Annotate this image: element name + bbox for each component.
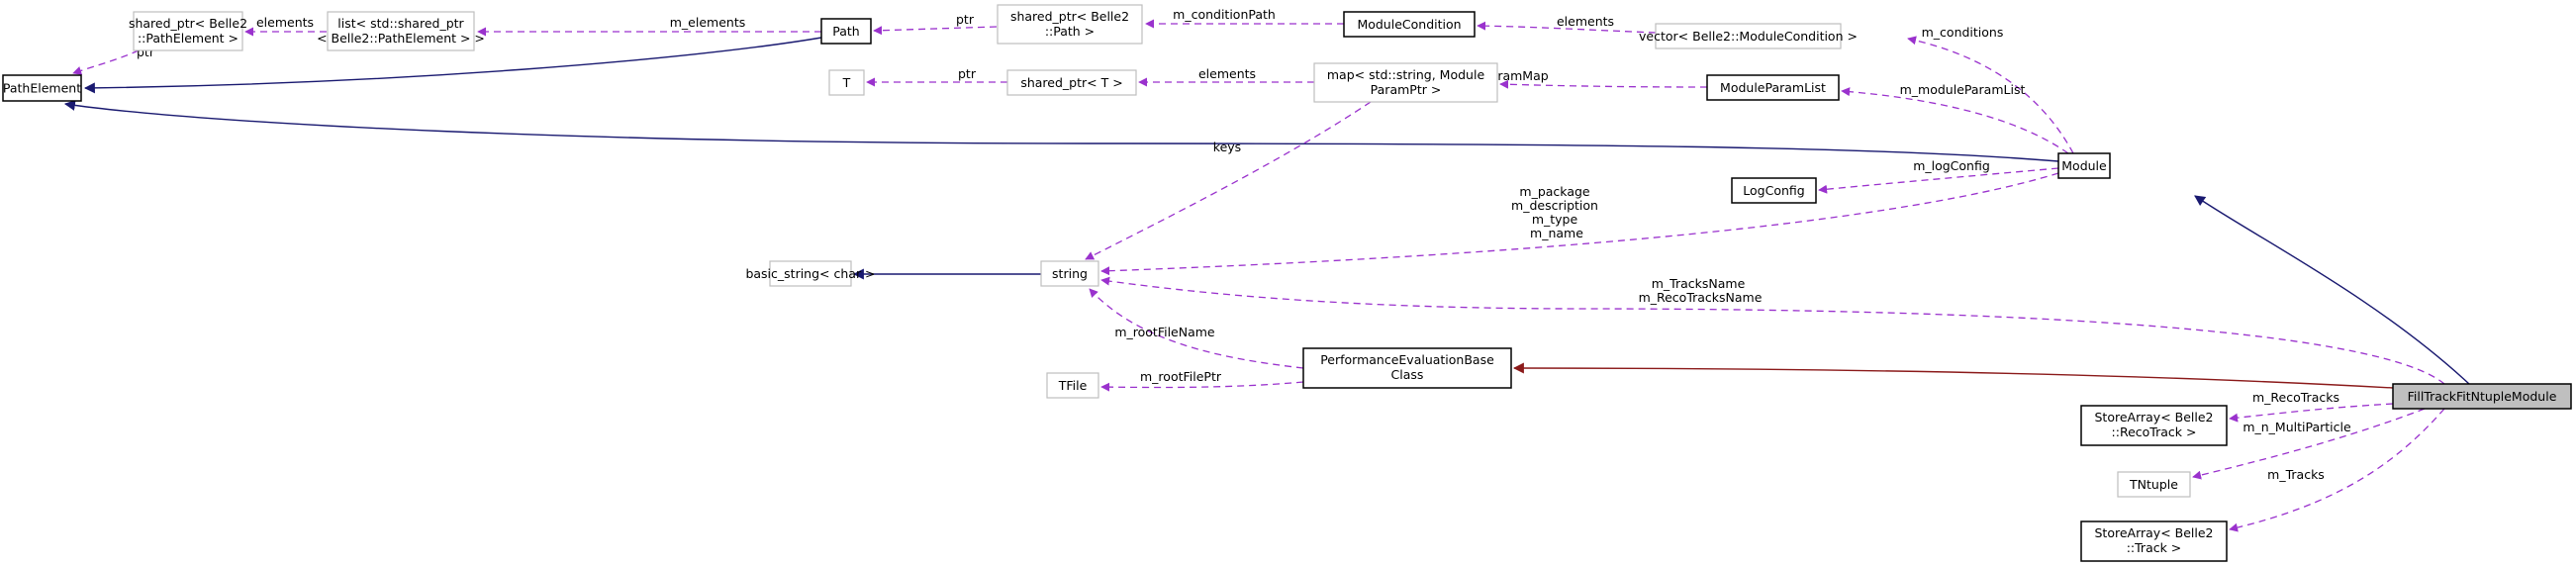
node-tntuple: TNtuple xyxy=(2117,471,2191,498)
edge-perf-eval-m-rootfilename xyxy=(1089,288,1304,369)
svg-text:LogConfig: LogConfig xyxy=(1743,183,1804,198)
edge-filltrack-m-recotracks xyxy=(2229,403,2394,423)
node-logconfig[interactable]: LogConfig xyxy=(1731,177,1817,204)
edge-filltrack-tracks-names xyxy=(1100,276,2445,385)
svg-text:basic_string< char >: basic_string< char > xyxy=(745,266,875,281)
svg-text:list< std::shared_ptr: list< std::shared_ptr xyxy=(337,16,464,31)
svg-text:shared_ptr< T >: shared_ptr< T > xyxy=(1020,75,1122,90)
edge-moduleparamlist-m-parammap xyxy=(1499,79,1708,89)
svg-text:< Belle2::PathElement > >: < Belle2::PathElement > > xyxy=(317,31,485,46)
node-pathelement[interactable]: PathElement xyxy=(2,74,82,102)
svg-text:shared_ptr< Belle2: shared_ptr< Belle2 xyxy=(129,16,247,31)
edge-label-m-tracks: m_Tracks xyxy=(2267,467,2325,482)
svg-text:PerformanceEvaluationBase: PerformanceEvaluationBase xyxy=(1320,352,1494,367)
node-shared-ptr-path: shared_ptr< Belle2 ::Path > xyxy=(997,4,1143,45)
edge-label-ptr-path: ptr xyxy=(956,12,975,27)
edge-shared-ptr-pathelement-ptr xyxy=(72,49,140,75)
svg-text:map< std::string, Module: map< std::string, Module xyxy=(1327,67,1485,82)
node-storearray-track[interactable]: StoreArray< Belle2 ::Track > xyxy=(2080,520,2228,562)
node-t: T xyxy=(828,69,865,96)
edge-label-elements-vector: elements xyxy=(1557,14,1614,29)
node-perf-eval-base-class[interactable]: PerformanceEvaluationBase Class xyxy=(1302,347,1512,389)
svg-text:Class: Class xyxy=(1391,367,1424,382)
svg-text:FillTrackFitNtupleModule: FillTrackFitNtupleModule xyxy=(2408,389,2557,404)
svg-text:Module: Module xyxy=(2061,158,2107,173)
svg-text:Path: Path xyxy=(832,24,859,39)
svg-text:PathElement: PathElement xyxy=(3,81,81,96)
edge-shared-ptr-path-ptr xyxy=(873,26,998,36)
edge-filltrack-inherits-module xyxy=(2194,195,2470,385)
edge-label-m-elements: m_elements xyxy=(670,15,745,30)
node-path[interactable]: Path xyxy=(820,18,872,45)
edge-module-strings xyxy=(1100,172,2059,276)
edge-label-elements-map: elements xyxy=(1198,66,1256,81)
edge-perf-eval-m-rootfileptr xyxy=(1100,381,1304,392)
edge-path-inherits-pathelement xyxy=(83,37,822,94)
node-basic-string: basic_string< char > xyxy=(745,260,876,287)
edge-map-keys xyxy=(1085,101,1372,260)
svg-text:::PathElement >: ::PathElement > xyxy=(138,31,239,46)
svg-text:::RecoTrack >: ::RecoTrack > xyxy=(2112,425,2197,439)
edge-label-ptr-t: ptr xyxy=(958,66,977,81)
edge-filltrack-m-n-multiparticle xyxy=(2192,408,2426,480)
node-map-param: map< std::string, Module ParamPtr > xyxy=(1313,62,1498,103)
svg-text:TNtuple: TNtuple xyxy=(2129,477,2178,492)
node-list-shared-ptr: list< std::shared_ptr < Belle2::PathElem… xyxy=(317,11,485,51)
node-vector-modulecondition: vector< Belle2::ModuleCondition > xyxy=(1639,23,1858,49)
edge-module-inherits-pathelement xyxy=(63,100,2059,162)
edge-label-m-rootfileptr: m_rootFilePtr xyxy=(1140,369,1222,384)
node-module[interactable]: Module xyxy=(2057,152,2111,179)
node-string: string xyxy=(1040,260,1099,287)
edge-module-m-conditions xyxy=(1907,36,2074,154)
edge-module-m-logconfig xyxy=(1818,167,2059,194)
edge-label-elements-list: elements xyxy=(256,15,314,30)
edge-label-m-conditions: m_conditions xyxy=(1922,25,2004,40)
svg-text:StoreArray< Belle2: StoreArray< Belle2 xyxy=(2094,525,2213,540)
svg-text:ModuleParamList: ModuleParamList xyxy=(1720,80,1826,95)
edge-filltrack-m-tracks xyxy=(2229,408,2445,532)
svg-text:vector< Belle2::ModuleConditio: vector< Belle2::ModuleCondition > xyxy=(1639,29,1858,44)
edge-module-m-moduleparamlist xyxy=(1841,87,2069,154)
node-storearray-recotrack[interactable]: StoreArray< Belle2 ::RecoTrack > xyxy=(2080,405,2228,446)
edge-label-m-recotracks: m_RecoTracks xyxy=(2252,390,2339,405)
edge-label-m-n-multiparticle: m_n_MultiParticle xyxy=(2242,420,2351,434)
svg-text:T: T xyxy=(842,75,851,90)
svg-text:shared_ptr< Belle2: shared_ptr< Belle2 xyxy=(1010,9,1129,24)
node-tfile: TFile xyxy=(1046,372,1099,399)
svg-text:ParamPtr >: ParamPtr > xyxy=(1371,82,1442,97)
edge-label-m-conditionpath: m_conditionPath xyxy=(1173,7,1276,22)
node-shared-ptr-pathelement: shared_ptr< Belle2 ::PathElement > xyxy=(129,11,247,51)
edge-label-m-moduleparamlist: m_moduleParamList xyxy=(1900,82,2026,97)
node-filltrackfitntuplemodule[interactable]: FillTrackFitNtupleModule xyxy=(2392,383,2572,410)
node-moduleparamlist[interactable]: ModuleParamList xyxy=(1706,74,1840,101)
edge-label-m-logconfig: m_logConfig xyxy=(1913,158,1990,173)
edge-label-m-rootfilename: m_rootFileName xyxy=(1114,325,1215,339)
edge-label-module-strings: m_package m_description m_type m_name xyxy=(1511,184,1602,240)
svg-text:::Path >: ::Path > xyxy=(1045,24,1095,39)
edge-label-keys: keys xyxy=(1213,140,1241,154)
node-shared-ptr-t: shared_ptr< T > xyxy=(1006,69,1137,96)
svg-text:string: string xyxy=(1052,266,1088,281)
edge-label-tracks-names: m_TracksName m_RecoTracksName xyxy=(1639,276,1763,305)
node-modulecondition[interactable]: ModuleCondition xyxy=(1343,11,1476,38)
svg-text:ModuleCondition: ModuleCondition xyxy=(1357,17,1461,32)
svg-text:StoreArray< Belle2: StoreArray< Belle2 xyxy=(2094,410,2213,425)
edge-vector-elements xyxy=(1477,21,1657,34)
svg-text:TFile: TFile xyxy=(1058,378,1088,393)
edge-filltrack-inherits-perf-eval xyxy=(1512,362,2394,389)
svg-text:::Track >: ::Track > xyxy=(2127,540,2182,555)
